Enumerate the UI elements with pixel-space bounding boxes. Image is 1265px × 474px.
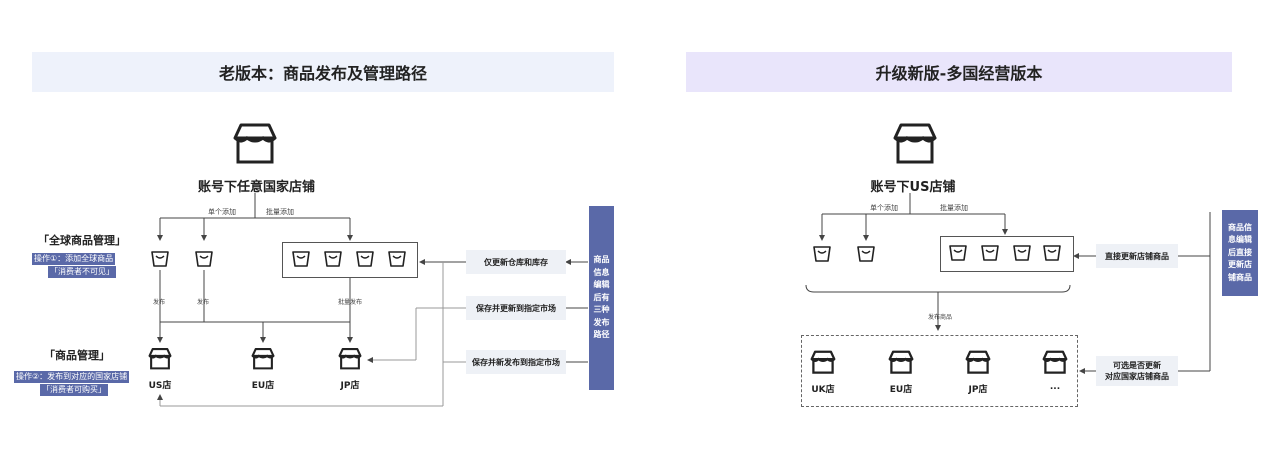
store-icon — [251, 348, 275, 370]
sidebar-line: 更新店 — [1228, 260, 1252, 270]
action-update-warehouse: 仅更新仓库和库存 — [466, 250, 566, 274]
batch-add-label: 批量添加 — [940, 204, 968, 212]
publish-label-1: 发布 — [153, 299, 166, 306]
op2-line2: 「消费者可购买」 — [40, 384, 108, 396]
store-label-jp: JP店 — [968, 385, 988, 395]
bag-icon — [813, 246, 831, 262]
bag-icon — [949, 245, 967, 261]
single-add-label: 单个添加 — [870, 204, 898, 212]
sidebar-line: 三种 — [593, 305, 610, 315]
sidebar-line: 编辑 — [593, 280, 610, 290]
goods-mgmt-label: 「商品管理」 — [44, 349, 110, 362]
action-optional-update: 可选是否更新 对应国家店铺商品 — [1096, 356, 1178, 386]
store-icon — [148, 348, 172, 370]
store-icon — [233, 123, 277, 164]
op2-line1: 操作②：发布到对应的国家店铺 — [14, 371, 130, 383]
bag-icon — [388, 251, 406, 267]
store-icon — [338, 348, 362, 370]
right-sidebar-note: 商品信 息编辑 后直接 更新店 铺商品 — [1222, 210, 1258, 296]
batch-add-label: 批量添加 — [266, 208, 294, 216]
store-label-uk: UK店 — [811, 385, 835, 395]
sidebar-line: 商品 — [593, 255, 610, 265]
store-label-jp: JP店 — [340, 381, 360, 391]
sidebar-line: 信息 — [593, 267, 610, 277]
batch-goods-box — [282, 242, 418, 278]
action-save-publish-market: 保存并新发布到指定市场 — [466, 350, 566, 374]
publish-goods-label: 发布商品 — [928, 314, 953, 321]
right-main-store-label: 账号下US店铺 — [870, 180, 956, 195]
op1-line1: 操作①：添加全球商品 — [32, 253, 116, 265]
sidebar-line: 铺商品 — [1228, 272, 1252, 282]
sidebar-line: 商品信 — [1228, 222, 1252, 232]
store-icon — [893, 123, 937, 164]
single-add-label: 单个添加 — [208, 208, 236, 216]
bag-icon — [195, 251, 213, 267]
bag-icon — [356, 251, 374, 267]
batch-publish-label: 批量发布 — [338, 299, 363, 306]
global-goods-mgmt-label: 「全球商品管理」 — [38, 234, 126, 247]
left-sidebar-note: 商品 信息 编辑 后有 三种 发布 路径 — [589, 206, 614, 390]
store-label-us: US店 — [148, 381, 172, 391]
store-icon — [888, 350, 914, 374]
bag-icon — [1043, 245, 1061, 261]
sidebar-line: 后有 — [593, 292, 610, 302]
action-line: 对应国家店铺商品 — [1105, 372, 1169, 381]
sidebar-line: 后直接 — [1228, 247, 1252, 257]
batch-goods-box — [940, 236, 1074, 272]
country-stores-box — [801, 335, 1078, 407]
bag-icon — [151, 251, 169, 267]
op1-line2: 「消费者不可见」 — [48, 266, 116, 278]
left-main-store-label: 账号下任意国家店铺 — [198, 180, 316, 195]
sidebar-line: 路径 — [593, 330, 610, 340]
action-direct-update: 直接更新店铺商品 — [1096, 244, 1178, 268]
store-icon — [965, 350, 991, 374]
sidebar-line: 发布 — [593, 317, 610, 327]
bag-icon — [981, 245, 999, 261]
right-panel-title: 升级新版-多国经营版本 — [686, 52, 1232, 92]
store-icon — [1042, 350, 1068, 374]
action-line: 可选是否更新 — [1113, 361, 1161, 370]
store-label-more: ... — [1049, 382, 1061, 392]
action-save-update-market: 保存并更新到指定市场 — [466, 296, 566, 320]
bag-icon — [292, 251, 310, 267]
left-panel-title: 老版本：商品发布及管理路径 — [32, 52, 614, 92]
store-icon — [810, 350, 836, 374]
sidebar-line: 息编辑 — [1228, 235, 1252, 245]
publish-label-2: 发布 — [197, 299, 210, 306]
store-label-eu: EU店 — [889, 385, 913, 395]
store-label-eu: EU店 — [251, 381, 275, 391]
bag-icon — [1013, 245, 1031, 261]
bag-icon — [857, 246, 875, 262]
bag-icon — [324, 251, 342, 267]
